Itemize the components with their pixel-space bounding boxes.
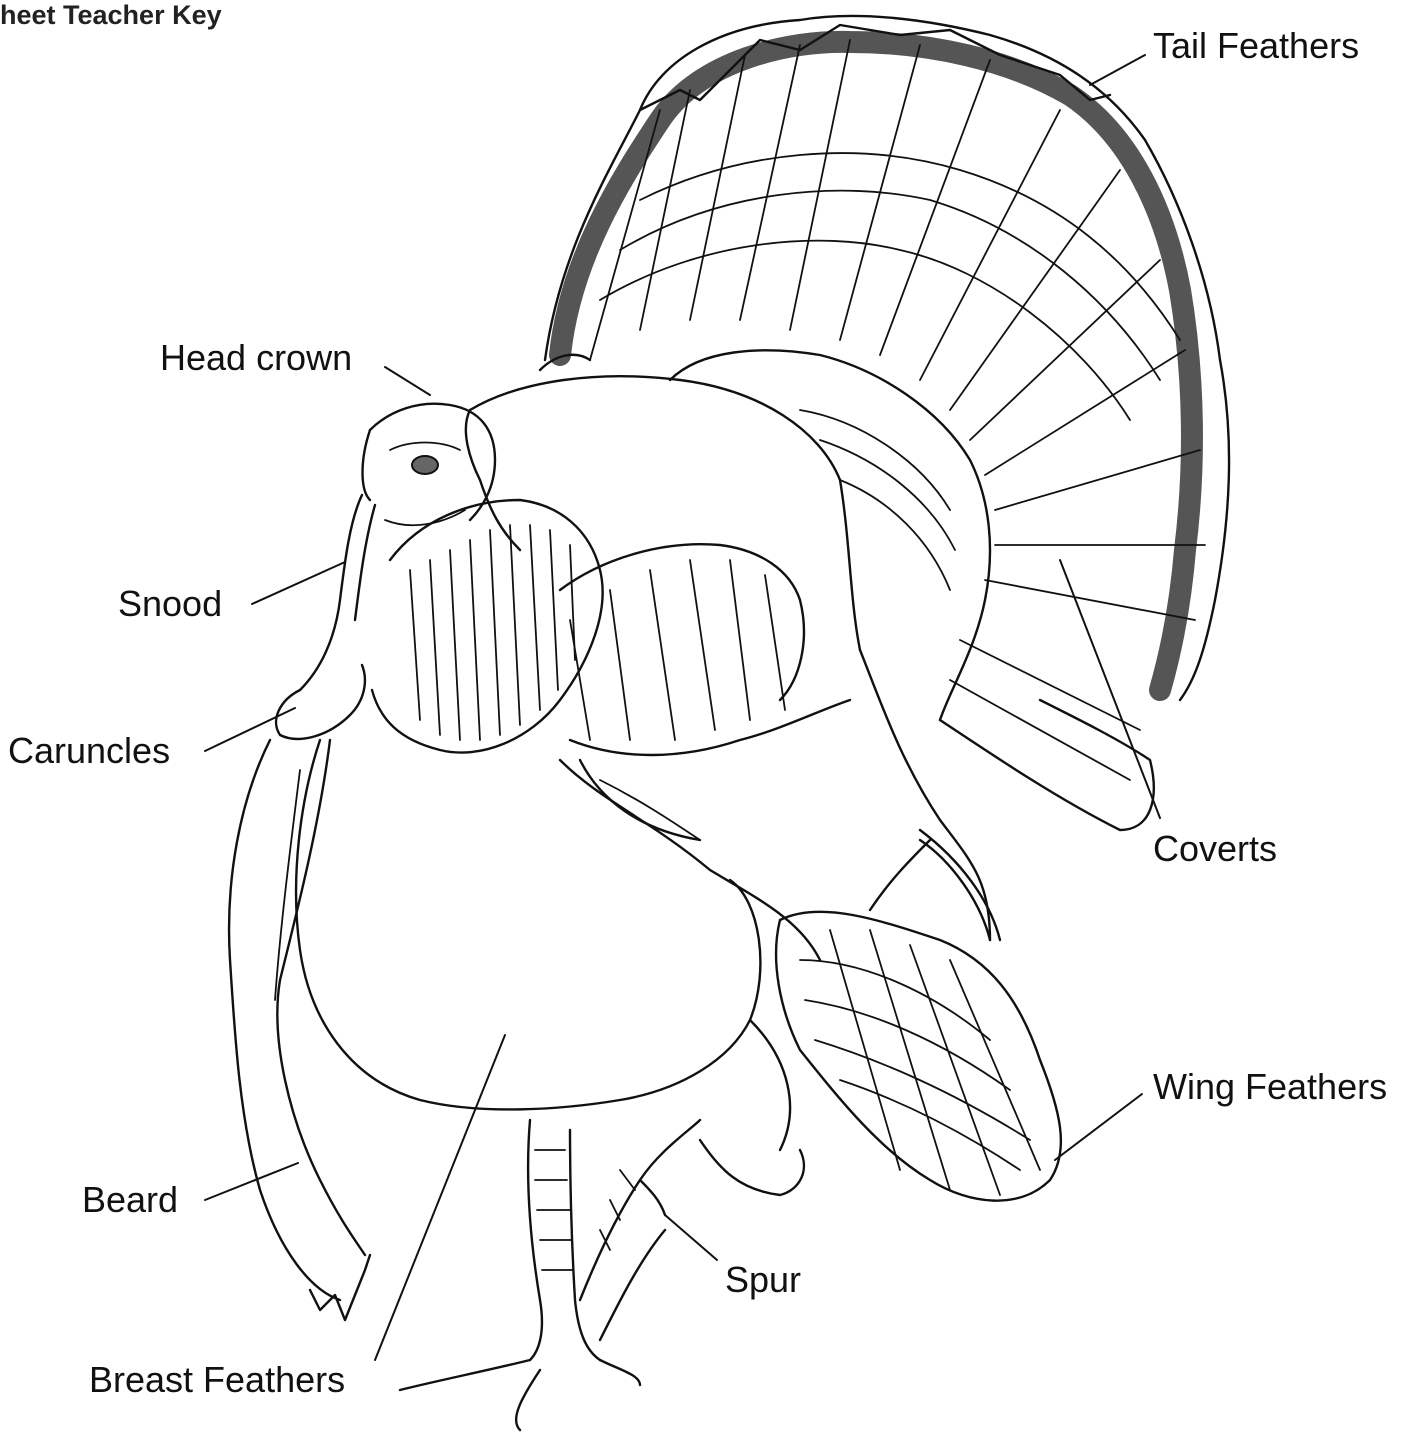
wing-feathers — [776, 840, 1061, 1201]
leader-wing-feathers — [1055, 1094, 1142, 1160]
label-head-crown: Head crown — [160, 340, 352, 376]
label-spur: Spur — [725, 1262, 801, 1298]
label-coverts: Coverts — [1153, 831, 1277, 867]
leader-breast-feathers — [375, 1035, 505, 1360]
label-tail-feathers: Tail Feathers — [1153, 28, 1359, 64]
leader-spur — [665, 1215, 717, 1260]
tail-fan — [540, 16, 1229, 700]
label-breast-feathers: Breast Feathers — [89, 1362, 345, 1398]
leader-beard — [205, 1163, 298, 1200]
turkey-body — [296, 376, 1000, 1150]
leader-caruncles — [205, 708, 295, 751]
label-wing-feathers: Wing Feathers — [1153, 1069, 1387, 1105]
turkey-head — [276, 404, 603, 753]
leader-lines — [205, 55, 1160, 1360]
leader-tail-feathers — [1090, 55, 1145, 85]
leader-head-crown — [385, 367, 430, 395]
label-snood: Snood — [118, 586, 222, 622]
leader-coverts — [1060, 560, 1160, 818]
coverts — [670, 350, 1154, 830]
label-caruncles: Caruncles — [8, 733, 170, 769]
label-beard: Beard — [82, 1182, 178, 1218]
leader-snood — [252, 562, 345, 604]
